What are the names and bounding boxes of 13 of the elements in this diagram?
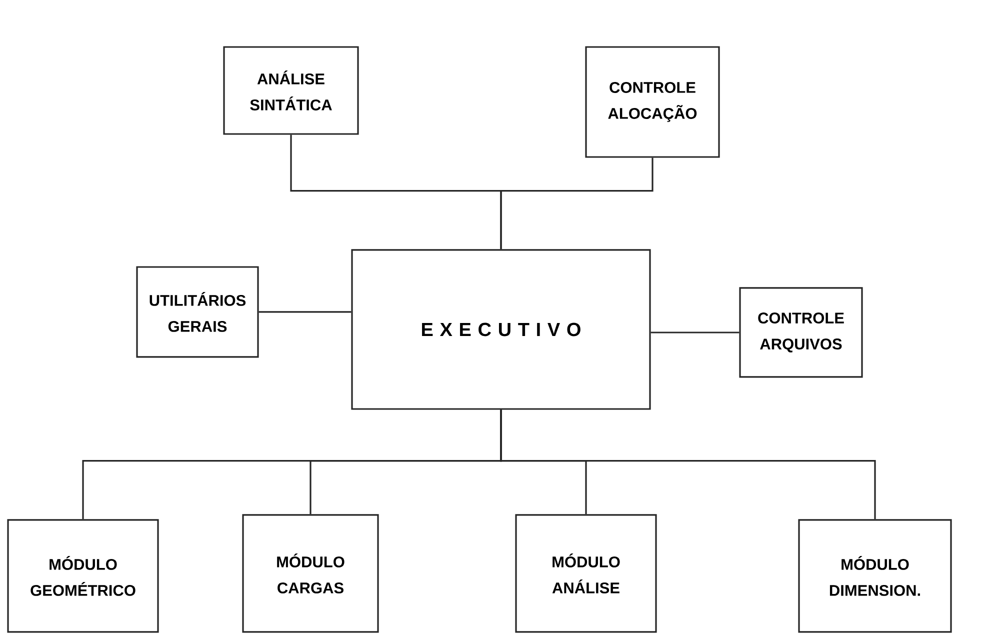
connector-line xyxy=(650,332,740,334)
process-box: CONTROLE ALOCAÇÃO xyxy=(585,46,720,158)
process-box: ANÁLISE SINTÁTICA xyxy=(223,46,359,135)
process-box: MÓDULO CARGAS xyxy=(242,514,379,633)
connector-line xyxy=(258,311,352,313)
process-box: MÓDULO DIMENSION. xyxy=(798,519,952,633)
process-box: UTILITÁRIOS GERAIS xyxy=(136,266,259,358)
process-box: E X E C U T I V O xyxy=(351,249,651,410)
connector-line xyxy=(500,158,654,250)
connector-line xyxy=(500,410,876,520)
process-box: CONTROLE ARQUIVOS xyxy=(739,287,863,378)
process-box: MÓDULO GEOMÉTRICO xyxy=(7,519,159,633)
process-box: MÓDULO ANÁLISE xyxy=(515,514,657,633)
